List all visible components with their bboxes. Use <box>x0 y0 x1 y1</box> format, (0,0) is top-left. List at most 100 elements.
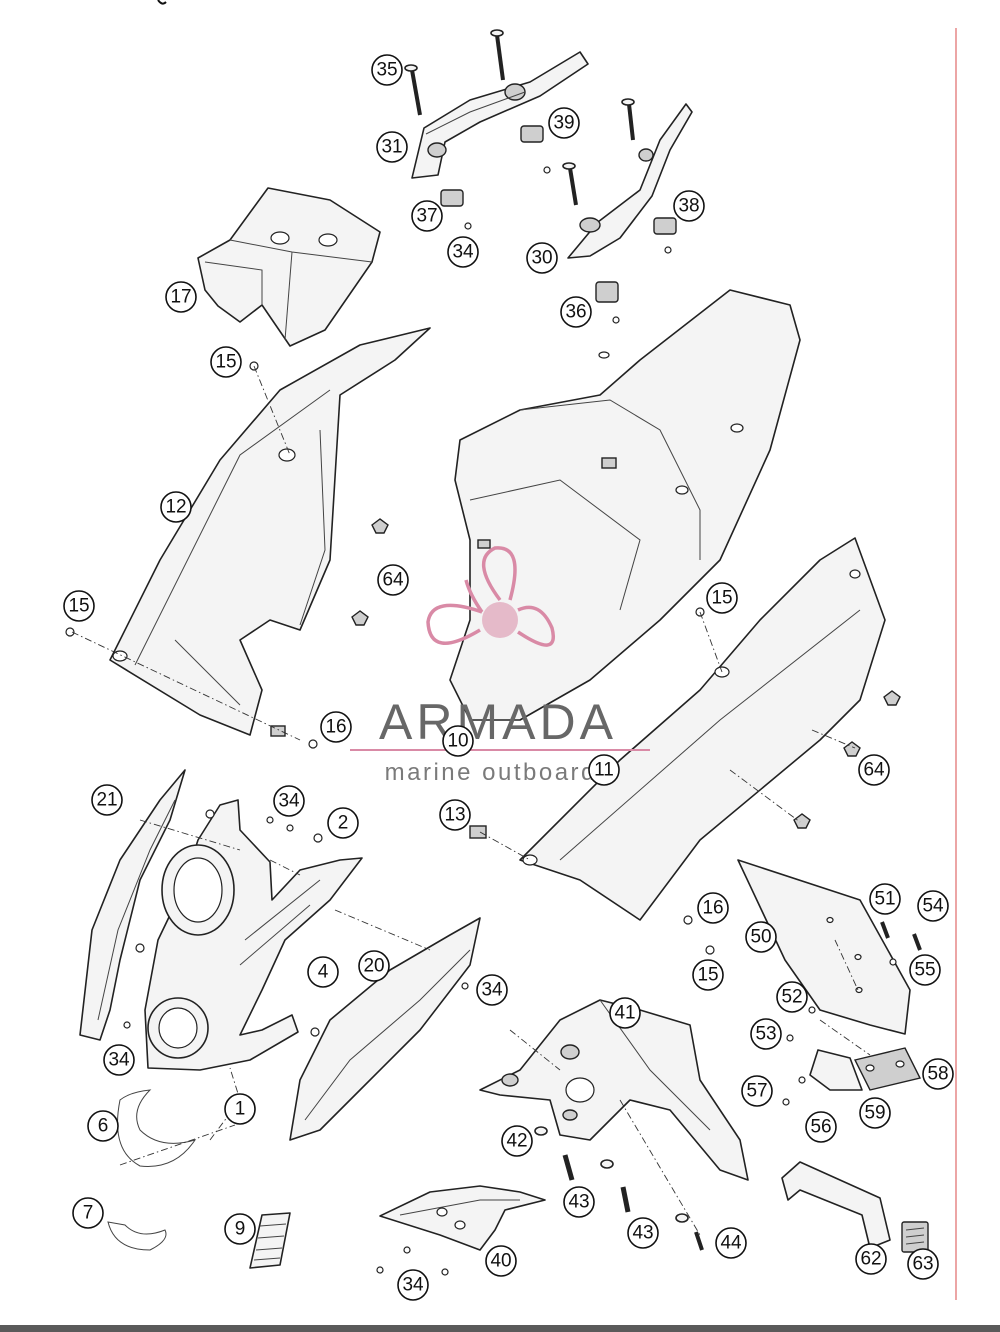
part-6-lens-shield <box>117 1089 197 1167</box>
part-50-license-bracket <box>737 859 911 1035</box>
part-62-bracket <box>781 1161 891 1249</box>
part-12-left-side-panel <box>109 327 431 736</box>
clip-38 <box>653 217 677 235</box>
callout-label: 4 <box>318 962 329 983</box>
callout-label: 16 <box>702 898 723 919</box>
callout-34: 34 <box>447 236 479 268</box>
part-41-rear-fender <box>479 999 749 1181</box>
callout-label: 40 <box>490 1251 511 1272</box>
callout-label: 13 <box>444 805 465 826</box>
callout-30: 30 <box>526 242 558 274</box>
callout-label: 15 <box>697 965 718 986</box>
callout-label: 6 <box>98 1116 109 1137</box>
callout-51: 51 <box>869 883 901 915</box>
callout-37: 37 <box>411 200 443 232</box>
callout-label: 15 <box>215 352 236 373</box>
callout-35: 35 <box>371 54 403 86</box>
callout-label: 34 <box>481 980 503 1001</box>
callout-label: 62 <box>860 1249 881 1270</box>
callout-43: 43 <box>563 1186 595 1218</box>
callout-label: 59 <box>864 1103 885 1124</box>
callout-56: 56 <box>805 1111 837 1143</box>
callout-label: 1 <box>235 1099 246 1120</box>
callout-label: 37 <box>416 206 437 227</box>
callout-4: 4 <box>307 956 339 988</box>
callout-label: 43 <box>568 1192 589 1213</box>
callout-12: 12 <box>160 491 192 523</box>
callout-label: 64 <box>382 570 404 591</box>
callout-label: 34 <box>452 242 474 263</box>
callout-label: 30 <box>531 248 552 269</box>
callout-label: 53 <box>755 1024 776 1045</box>
bolt-upper <box>490 29 505 81</box>
part-20-right-fairing-panel <box>289 917 481 1141</box>
watermark-logo <box>426 546 555 647</box>
clip-37 <box>440 189 464 207</box>
callout-label: 31 <box>381 137 402 158</box>
callout-label: 15 <box>68 596 89 617</box>
callout-6: 6 <box>87 1110 119 1142</box>
part-31-grab-handle <box>411 51 589 179</box>
callout-label: 57 <box>746 1081 767 1102</box>
part-58-reflector <box>853 1047 922 1091</box>
callout-15: 15 <box>706 582 738 614</box>
callout-label: 7 <box>83 1203 94 1224</box>
callout-label: 56 <box>810 1117 831 1138</box>
callout-label: 20 <box>363 956 384 977</box>
callout-41: 41 <box>609 997 641 1029</box>
callout-44: 44 <box>715 1227 747 1259</box>
callout-50: 50 <box>745 921 777 953</box>
part-17-bracket <box>197 187 381 347</box>
page-corner-mark <box>157 0 167 5</box>
callout-2: 2 <box>327 807 359 839</box>
callout-label: 9 <box>235 1219 246 1240</box>
screw-34-set <box>123 809 469 1276</box>
callout-label: 10 <box>447 731 468 752</box>
callout-31: 31 <box>376 131 408 163</box>
callout-7: 7 <box>72 1197 104 1229</box>
callout-52: 52 <box>776 981 808 1013</box>
part-9-reflector <box>249 1212 291 1269</box>
callout-label: 44 <box>720 1233 742 1254</box>
callout-62: 62 <box>855 1243 887 1275</box>
callout-label: 34 <box>402 1275 424 1296</box>
callout-label: 51 <box>874 889 895 910</box>
watermark-name: ARMADA <box>379 694 617 750</box>
part-63-grille <box>901 1221 929 1253</box>
callout-34: 34 <box>476 974 508 1006</box>
callout-21: 21 <box>91 784 123 816</box>
callout-label: 15 <box>711 588 732 609</box>
part-59-bracket <box>809 1049 863 1091</box>
callout-label: 34 <box>108 1050 130 1071</box>
callout-64: 64 <box>377 564 409 596</box>
page-bottom-bar <box>0 1325 1000 1332</box>
screw-small-b <box>543 166 551 174</box>
clip-lower-left <box>270 725 286 737</box>
callout-15: 15 <box>210 346 242 378</box>
part-1-headlight-mask <box>144 799 363 1071</box>
part-7-lens-shield <box>107 1221 167 1251</box>
callout-label: 58 <box>927 1064 948 1085</box>
screw-small-d <box>612 316 620 324</box>
callout-label: 34 <box>278 791 300 812</box>
callout-39: 39 <box>548 107 580 139</box>
bolt-right-handle <box>562 98 635 206</box>
clip-39 <box>520 125 544 143</box>
callout-53: 53 <box>750 1018 782 1050</box>
fastener-42-44-set <box>534 1126 704 1251</box>
screw-small-c <box>664 246 672 254</box>
callout-17: 17 <box>165 281 197 313</box>
callout-label: 52 <box>781 987 802 1008</box>
callout-label: 63 <box>912 1254 933 1275</box>
part-30-grab-handle <box>567 103 693 259</box>
callout-label: 16 <box>325 717 346 738</box>
callout-label: 43 <box>632 1223 653 1244</box>
callout-label: 50 <box>750 927 771 948</box>
callout-54: 54 <box>917 890 949 922</box>
fastener-51-57-set <box>782 921 922 1106</box>
callout-20: 20 <box>358 950 390 982</box>
callout-label: 38 <box>678 196 699 217</box>
callout-label: 64 <box>863 760 885 781</box>
callout-16: 16 <box>697 892 729 924</box>
